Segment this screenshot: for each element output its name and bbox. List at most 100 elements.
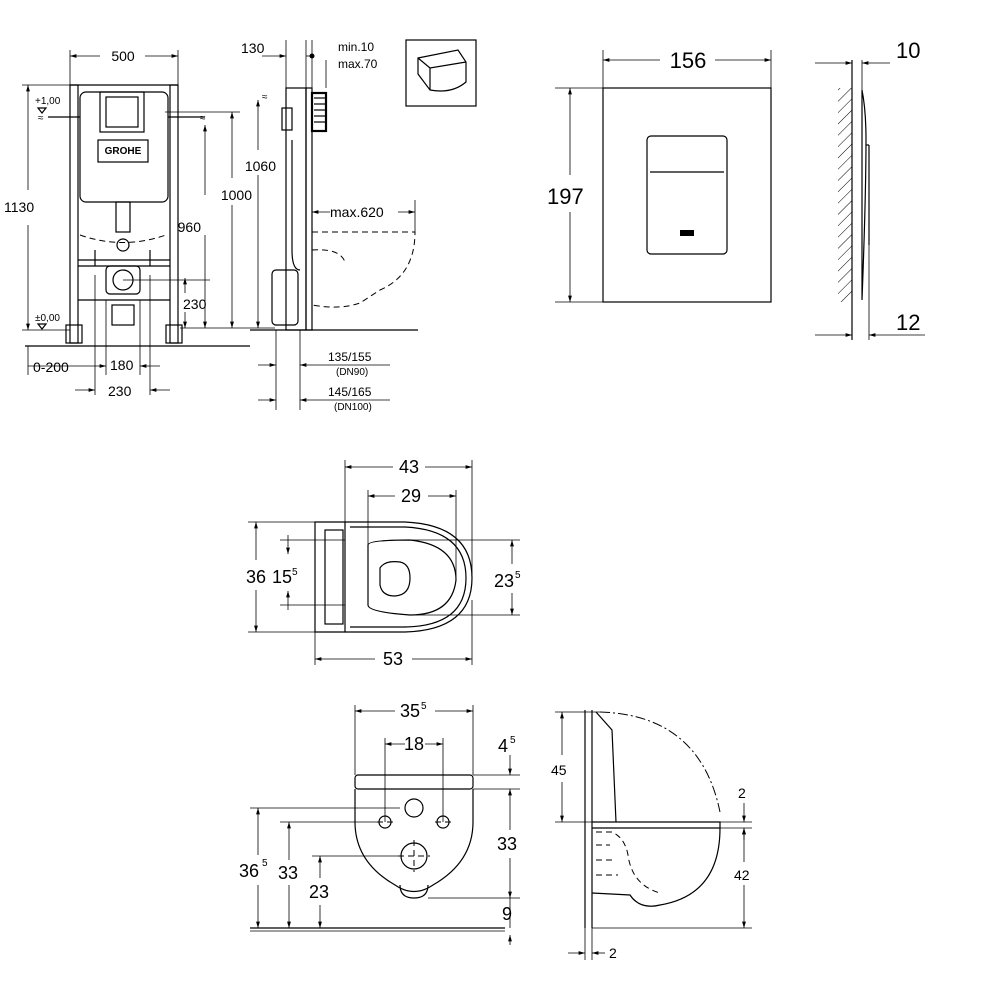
dim-1000: 1000 (221, 187, 252, 203)
product-thumbnail (405, 39, 477, 107)
side-frame (285, 87, 307, 331)
dim-45: 45 (551, 762, 567, 778)
bowl-front-foot (399, 884, 429, 899)
bowl-top-outline (345, 521, 473, 633)
dim-15-sup: 5 (292, 567, 298, 578)
frame-post-right (169, 84, 179, 344)
bowl-side-trap (596, 831, 661, 894)
dim-1130: 1130 (4, 199, 34, 215)
dim-1060: 1060 (245, 158, 276, 174)
frame-front-view: GROHE ≈ ≈ (25, 84, 250, 347)
level-marker-top (36, 107, 48, 114)
foot-right (165, 324, 183, 344)
flush-plate-dimensions: 156 197 (547, 48, 772, 303)
dim-max70: max.70 (338, 57, 378, 71)
wall-hatch (838, 88, 852, 302)
bowl-side-bolts (596, 844, 618, 876)
dim-max620: max.620 (330, 204, 384, 220)
bowl-top-seat-hinge (324, 529, 344, 625)
bowl-top-inner (367, 539, 457, 616)
thumbnail-frame (405, 39, 477, 107)
dim-2-top: 2 (738, 785, 746, 801)
dim-53: 53 (383, 649, 403, 669)
level-pm000: ±0,00 (35, 313, 60, 324)
wave-side-symbol: ≈ (262, 92, 268, 103)
bowl-inner-side (311, 249, 346, 263)
dim-4-sup: 5 (510, 735, 516, 746)
bowl-front-body (354, 789, 474, 893)
dim-dn100: (DN100) (334, 402, 372, 413)
flush-plate-side: 10 12 (815, 38, 925, 340)
frame-post-left (69, 84, 79, 344)
bowl-side-body (591, 827, 721, 907)
plate-logo (680, 230, 694, 236)
side-wall-plate (305, 87, 313, 331)
dim-35-sup: 5 (421, 701, 427, 712)
dim-0-200: 0-200 (33, 359, 69, 375)
frame-front-dimensions: 500 1130 +1,00 ±0,00 960 1000 1060 230 (4, 48, 276, 399)
bowl-outline-side (311, 231, 416, 308)
dim-18: 18 (404, 734, 424, 754)
dim-15: 15 (272, 567, 292, 587)
dim-197: 197 (547, 184, 584, 209)
frame-side-view: ≈ (250, 87, 418, 331)
bowl-top-dimensions: 43 29 53 36 15 5 23 5 (246, 457, 521, 669)
flush-opening (99, 91, 145, 133)
dim-2-bottom: 2 (609, 945, 617, 961)
dim-180: 180 (110, 357, 134, 373)
dim-33-left: 33 (278, 863, 298, 883)
dim-230-horiz: 230 (108, 383, 132, 399)
dim-12: 12 (896, 310, 920, 335)
dim-10: 10 (896, 38, 920, 63)
bowl-top-view (314, 521, 473, 633)
dim-43: 43 (399, 457, 419, 477)
dim-36: 36 (246, 567, 266, 587)
wave-left-symbol: ≈ (38, 113, 44, 124)
bowl-side-lid-open (595, 711, 617, 823)
dim-500: 500 (111, 48, 135, 64)
bowl-outline-front (79, 234, 167, 243)
dim-23-top-sup: 5 (515, 570, 521, 581)
bowl-side-dimensions: 45 2 42 2 (551, 711, 752, 961)
plate-profile (861, 89, 867, 301)
dim-145-165: 145/165 (328, 385, 372, 399)
wave-right-symbol: ≈ (200, 113, 206, 124)
drain-bend (111, 304, 135, 326)
bowl-top-back (314, 521, 346, 633)
bowl-top-drain (379, 561, 411, 597)
dim-230-vert: 230 (183, 296, 207, 312)
dim-9: 9 (502, 904, 512, 924)
bowl-side-view (584, 710, 721, 928)
bowl-front-bolt-hole-top (404, 798, 424, 818)
side-drain (271, 269, 299, 326)
dim-35: 35 (400, 701, 420, 721)
bowl-side-seat (592, 821, 721, 829)
pipe-fitting (116, 238, 130, 252)
dim-dn90: (DN90) (336, 367, 368, 378)
level-plus100: +1,00 (35, 96, 61, 107)
dim-23-top: 23 (494, 571, 514, 591)
dim-36-front-sup: 5 (262, 858, 268, 869)
frame-side-dimensions: 130 min.10 max.70 max.620 135/155 (DN90)… (241, 40, 416, 413)
dim-36-front: 36 (239, 861, 259, 881)
flush-opening-inner (105, 96, 139, 128)
dim-23-front: 23 (309, 882, 329, 902)
flush-plate-side (310, 91, 328, 133)
dim-960: 960 (178, 219, 202, 235)
dim-135-155: 135/155 (328, 350, 372, 364)
bowl-front-dimensions: 35 5 18 4 5 33 9 36 5 33 23 (239, 701, 520, 945)
plate-button (646, 135, 728, 255)
bowl-side-lid-arc (599, 711, 721, 813)
bowl-top-rim (350, 526, 467, 628)
flush-plate-front (602, 87, 772, 303)
logo-box (97, 139, 149, 163)
logo-text: GROHE (105, 146, 142, 157)
side-valve (281, 107, 293, 131)
dim-4: 4 (498, 736, 508, 756)
down-pipe (115, 201, 131, 233)
side-pipe (291, 140, 301, 271)
level-marker-bottom (36, 323, 48, 330)
bowl-front-view (250, 774, 505, 932)
bowl-front-lid (354, 774, 474, 790)
